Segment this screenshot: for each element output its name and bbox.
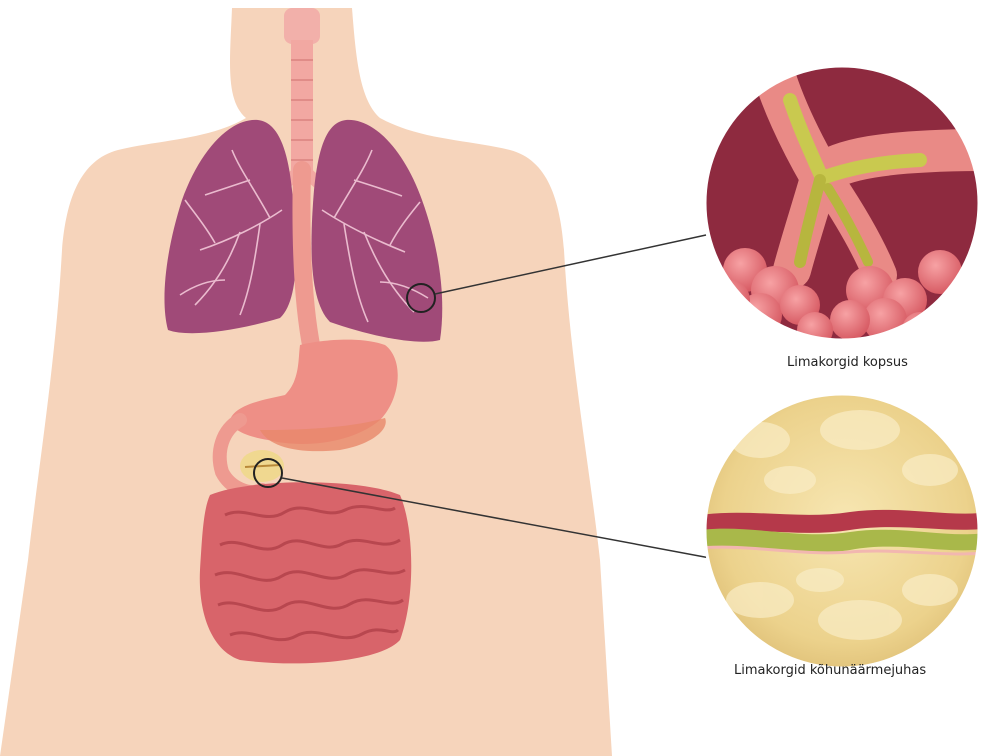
esophagus — [301, 170, 312, 350]
pancreas-zoom-view — [700, 390, 984, 680]
pancreas-caption: Limakorgid kõhunäärmejuhas — [734, 663, 926, 678]
lung-zoom-view — [700, 60, 984, 350]
intestines — [200, 482, 411, 663]
lung-caption: Limakorgid kopsus — [787, 355, 908, 370]
